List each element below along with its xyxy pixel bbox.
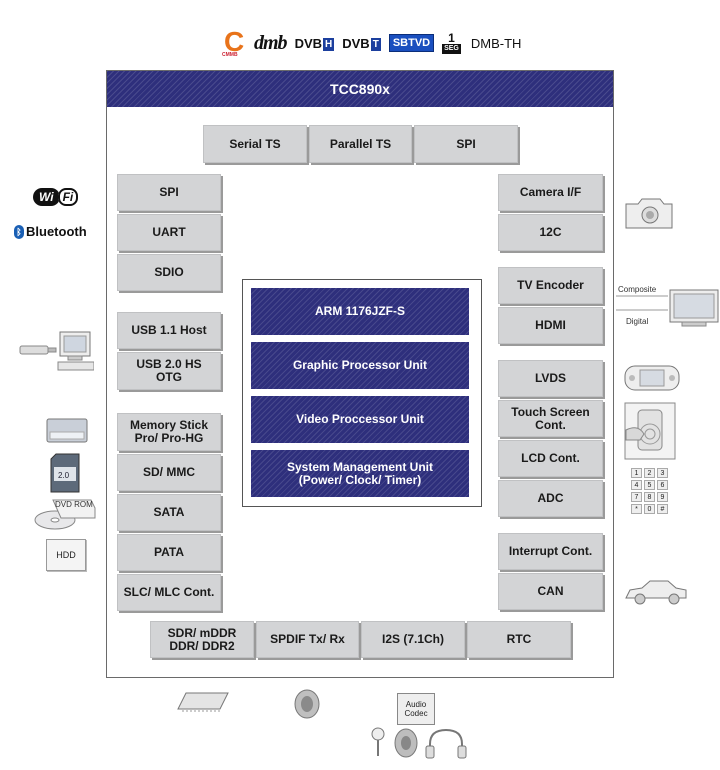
dmb-logo: dmb	[254, 31, 288, 54]
block-touch-screen: Touch Screen Cont.	[498, 400, 605, 439]
block-serial-ts: Serial TS	[203, 125, 309, 165]
block-rtc: RTC	[467, 621, 573, 660]
core-system-management: System Management Unit (Power/ Clock/ Ti…	[251, 450, 469, 497]
block-usb-otg: USB 2.0 HS OTG	[117, 352, 223, 392]
keypad-key: 1	[631, 468, 642, 478]
block-uart: UART	[117, 214, 223, 253]
block-interrupt: Interrupt Cont.	[498, 533, 605, 572]
hdd-icon: HDD	[46, 539, 86, 571]
core-arm-cpu: ARM 1176JZF-S	[251, 288, 469, 335]
touch-screen-icon	[624, 402, 676, 460]
block-memory-stick: Memory Stick Pro/ Pro-HG	[117, 413, 223, 453]
svg-text:2.0: 2.0	[58, 471, 70, 480]
block-lvds: LVDS	[498, 360, 605, 399]
audio-devices-icon	[371, 727, 467, 759]
keypad-key: 5	[644, 480, 655, 490]
camera-icon	[625, 198, 673, 229]
block-can: CAN	[498, 573, 605, 612]
keypad-key: *	[631, 504, 642, 514]
dmb-th-label: DMB-TH	[470, 35, 522, 51]
keypad-key: 9	[657, 492, 668, 502]
keypad-key: 4	[631, 480, 642, 490]
block-usb-host: USB 1.1 Host	[117, 312, 223, 351]
keypad-key: 8	[644, 492, 655, 502]
memory-chip-icon	[177, 692, 229, 712]
block-hdmi: HDMI	[498, 307, 605, 346]
sd-card-icon: 2.0	[50, 453, 80, 493]
handheld-console-icon	[624, 365, 680, 391]
keypad-key: 3	[657, 468, 668, 478]
block-pata: PATA	[117, 534, 223, 573]
audio-codec-icon: Audio Codec	[397, 693, 435, 725]
block-spdif: SPDIF Tx/ Rx	[256, 621, 361, 660]
speaker-icon	[294, 689, 320, 719]
block-lcd: LCD Cont.	[498, 440, 605, 479]
block-i2s: I2S (7.1Ch)	[361, 621, 467, 660]
core-gpu: Graphic Processor Unit	[251, 342, 469, 389]
chip-title: TCC890x	[107, 71, 613, 107]
composite-label: Composite	[618, 285, 657, 294]
usb-pc-icon	[19, 331, 94, 371]
block-sata: SATA	[117, 494, 223, 533]
keypad-key: #	[657, 504, 668, 514]
keypad-key: 2	[644, 468, 655, 478]
tv-monitor-icon	[616, 289, 719, 327]
block-tv-encoder: TV Encoder	[498, 267, 605, 306]
keypad-key: 0	[644, 504, 655, 514]
block-adc: ADC	[498, 480, 605, 519]
core-vpu: Video Proccessor Unit	[251, 396, 469, 443]
memory-stick-icon	[46, 418, 88, 443]
block-spi-left: SPI	[117, 174, 223, 213]
block-sdio: SDIO	[117, 254, 223, 293]
block-parallel-ts: Parallel TS	[309, 125, 414, 165]
block-memory-controller: SDR/ mDDR DDR/ DDR2	[150, 621, 256, 660]
dvd-drive-icon: DVD ROM	[31, 494, 97, 532]
car-icon	[625, 580, 687, 605]
keypad-key: 6	[657, 480, 668, 490]
block-nand-controller: SLC/ MLC Cont.	[117, 574, 223, 613]
one-seg-logo: 1 SEG	[442, 30, 461, 54]
cmmb-logo: C CMMB	[222, 26, 245, 59]
block-spi-top: SPI	[414, 125, 520, 165]
sbtvd-logo: SBTVD	[388, 34, 435, 52]
keypad-key: 7	[631, 492, 642, 502]
block-camera-if: Camera I/F	[498, 174, 605, 213]
block-sd-mmc: SD/ MMC	[117, 454, 223, 493]
digital-label: Digital	[626, 317, 649, 326]
block-i2c: 12C	[498, 214, 605, 253]
